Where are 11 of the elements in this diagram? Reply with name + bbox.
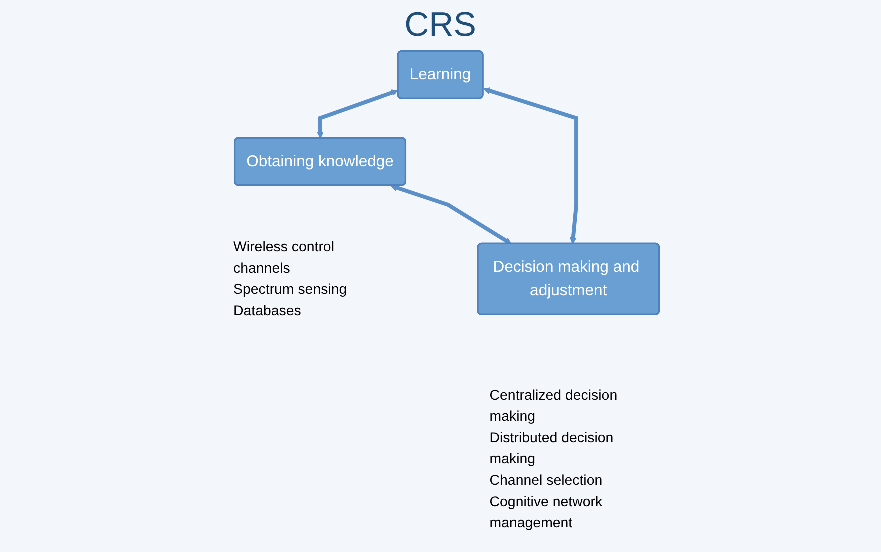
node-label: Centralized decision making <box>490 387 618 424</box>
arrow <box>317 90 398 139</box>
node-label: Databases <box>234 302 302 319</box>
arrow <box>483 88 578 244</box>
node-label: Cognitive network management <box>490 494 603 531</box>
node-label: Spectrum sensing <box>234 282 348 298</box>
node-label: Distributed decision making <box>490 430 614 467</box>
node-label: Wireless control channels <box>234 238 334 276</box>
diagram-label: CRS <box>404 6 476 45</box>
node-label: Channel selection <box>490 472 603 488</box>
arrow <box>390 184 512 244</box>
